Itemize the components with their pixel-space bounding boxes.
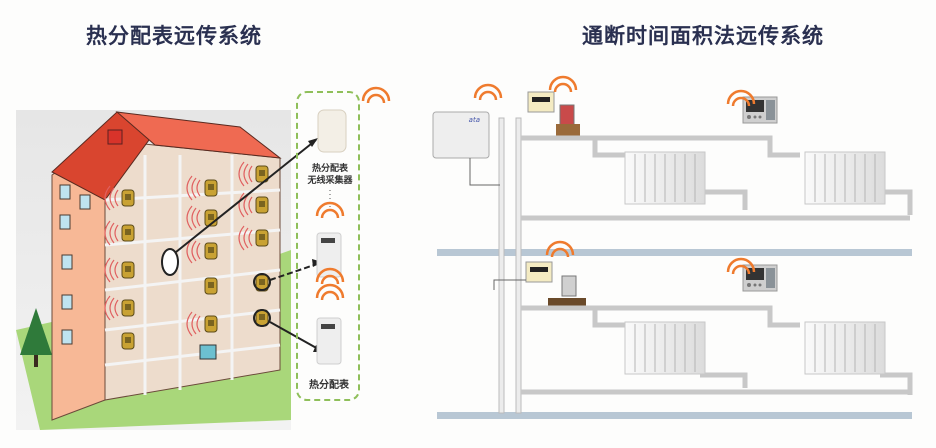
meter-label: 热分配表 [309,378,350,391]
data-controller-box [432,111,490,159]
radiator [804,151,886,205]
building-illustration [16,110,291,430]
arrow-to-meter [269,321,321,351]
electric-actuator-valve [561,275,577,297]
radiator [624,151,706,205]
radiator [624,321,706,375]
controller-brand: ata [469,116,480,124]
window [61,294,73,310]
radiator [804,321,886,375]
signal-icon [315,201,345,220]
signal-cable [493,279,526,290]
collector-label-1: 热分配表 [312,162,349,174]
floor-slab [437,249,912,256]
signal-icon [361,86,391,105]
chimney [107,129,123,145]
signal-icon [548,75,578,94]
window [59,184,71,200]
signal-icon [315,283,345,302]
window [59,214,71,230]
window [61,329,73,345]
supply-riser [498,117,505,414]
boiler [199,344,217,360]
arrows [175,139,321,351]
heating-system-diagram: ata [432,75,913,419]
roof-top [115,111,282,159]
right-title: 通断时间面积法远传系统 [582,24,824,48]
collector-label-2: 无线采集器 [306,174,353,186]
left-title: 热分配表远传系统 [86,24,262,48]
heat-allocator-device [316,317,342,365]
device-panel [296,91,360,401]
signal-icon [473,83,503,102]
arrow-to-collector [175,139,317,253]
window [79,194,91,210]
allocator-highlight [253,273,271,291]
return-riser [515,117,522,414]
floor-slab [437,412,912,419]
collector-highlight [161,248,179,276]
signal-cable [469,158,500,186]
window [61,254,73,270]
tree [20,308,52,355]
wireless-collector-device [317,109,347,153]
allocator-highlight [253,309,271,327]
temperature-control-valve [559,104,575,126]
valve-body [556,124,580,136]
